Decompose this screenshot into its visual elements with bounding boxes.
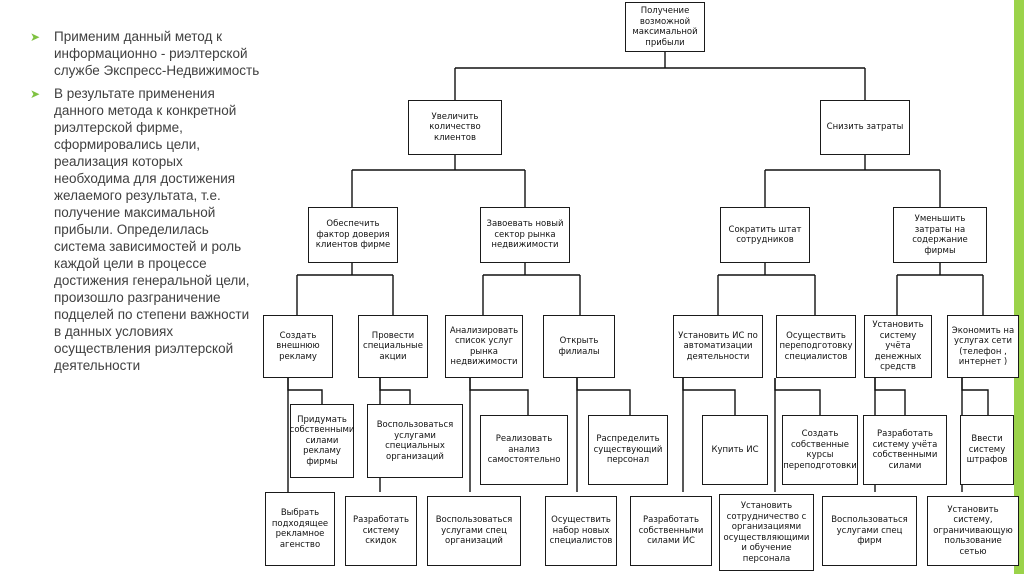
goal-box: Разработать систему учёта собственными с… <box>863 415 947 485</box>
goal-box: Разработать собственными силами ИС <box>630 496 712 566</box>
goal-box: Распределить существующий персонал <box>588 415 668 485</box>
goal-box: Выбрать подходящее рекламное агенство <box>265 492 335 566</box>
goal-box: Купить ИС <box>702 415 768 485</box>
goal-box: Снизить затраты <box>820 100 910 155</box>
bullet-text: Применим данный метод к информационно - … <box>54 29 260 78</box>
goal-box: Осуществить переподготовку специалистов <box>776 315 856 378</box>
goal-box: Открыть филиалы <box>543 315 615 378</box>
goal-box: Создать внешнюю рекламу <box>263 315 333 378</box>
goal-box: Установить ИС по автоматизации деятельно… <box>673 315 763 378</box>
bullet-arrow-icon: ➤ <box>30 87 41 101</box>
bullet-item: ➤ В результате применения данного метода… <box>30 85 260 374</box>
goal-box: Придумать собственными силами рекламу фи… <box>290 404 354 478</box>
goal-box: Установить систему, ограничивающую польз… <box>927 496 1019 566</box>
goal-box: Реализовать анализ самостоятельно <box>480 415 568 485</box>
goal-box: Уменьшить затраты на содержание фирмы <box>893 207 987 263</box>
root-goal-box: Получение возможной максимальной прибыли <box>625 2 705 52</box>
goal-box: Установить сотрудничество с организациям… <box>719 494 814 571</box>
goal-box: Сократить штат сотрудников <box>720 207 810 263</box>
goal-box: Воспользоваться услугами спец организаци… <box>427 496 521 566</box>
goal-box: Установить систему учёта денежных средст… <box>864 315 932 378</box>
bullet-item: ➤ Применим данный метод к информационно … <box>30 28 260 79</box>
bullet-arrow-icon: ➤ <box>30 30 41 44</box>
bullet-list: ➤ Применим данный метод к информационно … <box>30 28 260 380</box>
accent-bar <box>1014 0 1024 574</box>
goal-box: Анализировать список услуг рынка недвижи… <box>445 315 523 378</box>
goal-box: Экономить на услугах сети (телефон , инт… <box>947 315 1019 378</box>
goal-box: Завоевать новый сектор рынка недвижимост… <box>480 207 570 263</box>
goal-box: Осуществить набор новых специалистов <box>545 496 617 566</box>
goal-box: Воспользоваться услугами спец фирм <box>822 496 917 566</box>
bullet-text: В результате применения данного метода к… <box>54 86 250 373</box>
goal-box: Провести специальные акции <box>358 315 428 378</box>
goal-box: Разработать систему скидок <box>345 496 417 566</box>
goal-box: Создать собственные курсы переподготовки <box>782 415 858 485</box>
goal-box: Обеспечить фактор доверия клиентов фирме <box>308 207 398 263</box>
goal-box: Воспользоваться услугами специальных орг… <box>367 404 463 478</box>
goal-box: Ввести систему штрафов <box>960 415 1014 485</box>
goal-box: Увеличить количество клиентов <box>408 100 502 155</box>
